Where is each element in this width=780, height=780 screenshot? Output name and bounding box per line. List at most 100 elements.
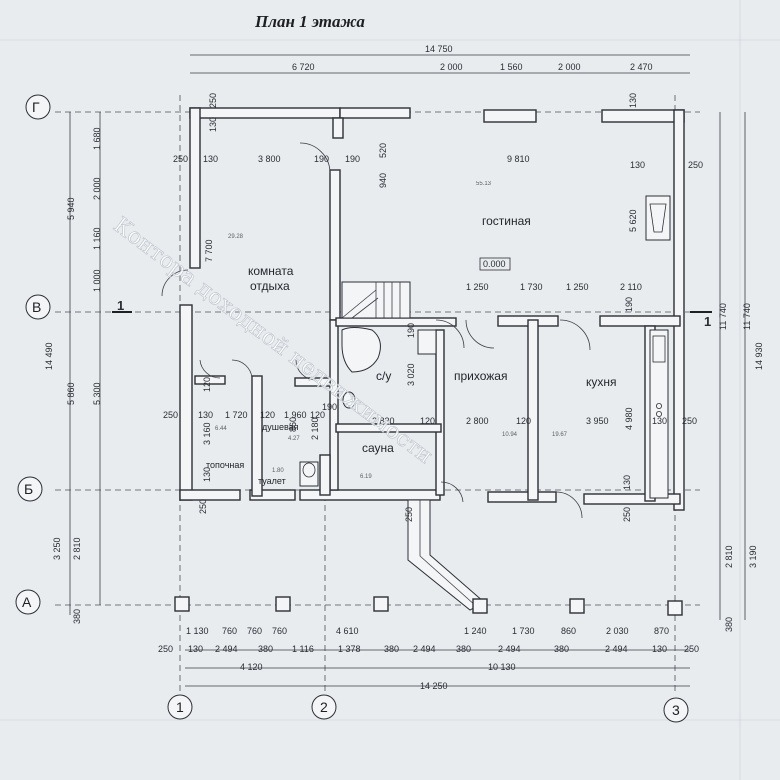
svg-text:14 490: 14 490 [44, 342, 54, 370]
svg-text:1 730: 1 730 [512, 626, 535, 636]
svg-text:1 130: 1 130 [186, 626, 209, 636]
svg-text:10 130: 10 130 [488, 662, 516, 672]
top-dimensions: 14 750 6 720 2 000 1 560 2 000 2 470 [292, 44, 653, 72]
svg-text:130: 130 [628, 93, 638, 108]
svg-text:2 494: 2 494 [215, 644, 238, 654]
svg-text:2 800: 2 800 [466, 416, 489, 426]
svg-text:1 240: 1 240 [464, 626, 487, 636]
svg-text:250: 250 [163, 410, 178, 420]
svg-text:760: 760 [247, 626, 262, 636]
svg-text:4 120: 4 120 [240, 662, 263, 672]
room-furnace: топочная [206, 460, 244, 470]
svg-text:130: 130 [630, 160, 645, 170]
axis-bubble-g: Г [25, 94, 51, 120]
svg-text:3: 3 [672, 702, 680, 718]
svg-text:1 560: 1 560 [500, 62, 523, 72]
svg-text:1 250: 1 250 [466, 282, 489, 292]
svg-text:2 470: 2 470 [630, 62, 653, 72]
svg-text:2: 2 [320, 699, 328, 715]
svg-text:29.28: 29.28 [228, 234, 244, 240]
svg-text:130: 130 [198, 410, 213, 420]
svg-text:19.67: 19.67 [552, 432, 568, 438]
svg-text:9 810: 9 810 [507, 154, 530, 164]
svg-text:14 930: 14 930 [754, 342, 764, 370]
svg-text:5 300: 5 300 [92, 382, 102, 405]
svg-text:4.27: 4.27 [288, 436, 300, 442]
svg-text:250: 250 [688, 160, 703, 170]
svg-text:190: 190 [624, 297, 634, 312]
svg-text:14 750: 14 750 [425, 44, 453, 54]
bottom-dimensions-row-1: 1 130 760 760 760 4 610 1 240 1 730 860 … [186, 626, 669, 636]
svg-text:1 160: 1 160 [92, 227, 102, 250]
svg-text:3 020: 3 020 [406, 363, 416, 386]
svg-text:2 494: 2 494 [498, 644, 521, 654]
svg-text:4 980: 4 980 [624, 407, 634, 430]
svg-text:190: 190 [314, 154, 329, 164]
svg-text:380: 380 [724, 617, 734, 632]
svg-text:3 950: 3 950 [586, 416, 609, 426]
svg-text:1 250: 1 250 [566, 282, 589, 292]
svg-text:250: 250 [684, 644, 699, 654]
svg-text:130: 130 [203, 154, 218, 164]
svg-text:1 720: 1 720 [225, 410, 248, 420]
svg-text:2 000: 2 000 [440, 62, 463, 72]
lower-interior-dimensions: 250 130 1 720 120 1 960 120 2 180 2 820 … [163, 410, 632, 522]
svg-text:14 250: 14 250 [420, 681, 448, 691]
svg-text:860: 860 [561, 626, 576, 636]
svg-text:130: 130 [208, 117, 218, 132]
svg-text:2 030: 2 030 [606, 626, 629, 636]
bottom-dimensions-row-2: 250 130 2 494 380 1 116 1 378 380 2 494 … [158, 644, 699, 654]
right-dimensions: 11 740 11 740 14 930 2 810 3 190 380 [718, 303, 764, 632]
left-dimensions: 1 680 2 000 1 160 1 000 5 940 14 490 5 3… [44, 127, 102, 624]
svg-text:250: 250 [158, 644, 173, 654]
axis-bubble-2: 2 [311, 694, 337, 720]
room-rest-line1: комната [248, 264, 294, 278]
level-mark: 0.000 [479, 257, 511, 271]
svg-text:5 620: 5 620 [628, 209, 638, 232]
svg-text:0.000: 0.000 [483, 259, 506, 269]
svg-text:380: 380 [72, 609, 82, 624]
dimension-lines [69, 54, 746, 687]
svg-text:3 250: 3 250 [52, 537, 62, 560]
svg-text:2 180: 2 180 [310, 417, 320, 440]
svg-text:130: 130 [652, 644, 667, 654]
section-mark-right: 1 [690, 311, 712, 329]
svg-text:В: В [32, 299, 41, 315]
svg-text:11 740: 11 740 [742, 303, 752, 330]
svg-text:10.94: 10.94 [502, 432, 518, 438]
room-living: гостиная [482, 214, 531, 228]
fireplace [645, 195, 671, 241]
svg-text:55.13: 55.13 [476, 181, 492, 187]
room-toilet: туалет [258, 476, 286, 486]
svg-text:120: 120 [260, 410, 275, 420]
middle-interior-dimensions: 1 250 1 730 1 250 2 110 190 190 3 020 4 … [202, 282, 697, 445]
kitchen-counter [649, 329, 669, 499]
svg-text:1: 1 [117, 298, 124, 313]
staircase [341, 281, 411, 319]
svg-text:860: 860 [288, 417, 298, 432]
svg-text:190: 190 [345, 154, 360, 164]
svg-text:250: 250 [404, 507, 414, 522]
svg-text:Б: Б [24, 481, 33, 497]
svg-text:3 190: 3 190 [748, 545, 758, 568]
room-bath: с/у [376, 369, 391, 383]
svg-text:130: 130 [652, 416, 667, 426]
svg-text:1 680: 1 680 [92, 127, 102, 150]
svg-text:120: 120 [202, 377, 212, 392]
axis-bubble-1: 1 [167, 694, 193, 720]
axis-bubble-a: А [15, 589, 41, 615]
svg-text:120: 120 [516, 416, 531, 426]
svg-text:11 740: 11 740 [718, 303, 728, 330]
bottom-dimensions-totals: 4 120 10 130 14 250 [240, 662, 516, 691]
svg-text:1 960: 1 960 [284, 410, 307, 420]
svg-text:1: 1 [176, 699, 184, 715]
porch-columns [174, 596, 683, 616]
svg-text:6.44: 6.44 [215, 426, 227, 432]
svg-text:1 116: 1 116 [292, 644, 314, 654]
axis-bubble-v: В [25, 294, 51, 320]
upper-interior-dimensions: 250 130 3 800 190 190 9 810 130 250 250 … [173, 93, 703, 262]
svg-text:520: 520 [378, 143, 388, 158]
room-rest-line2: отдыха [250, 279, 290, 293]
svg-text:2 000: 2 000 [558, 62, 581, 72]
